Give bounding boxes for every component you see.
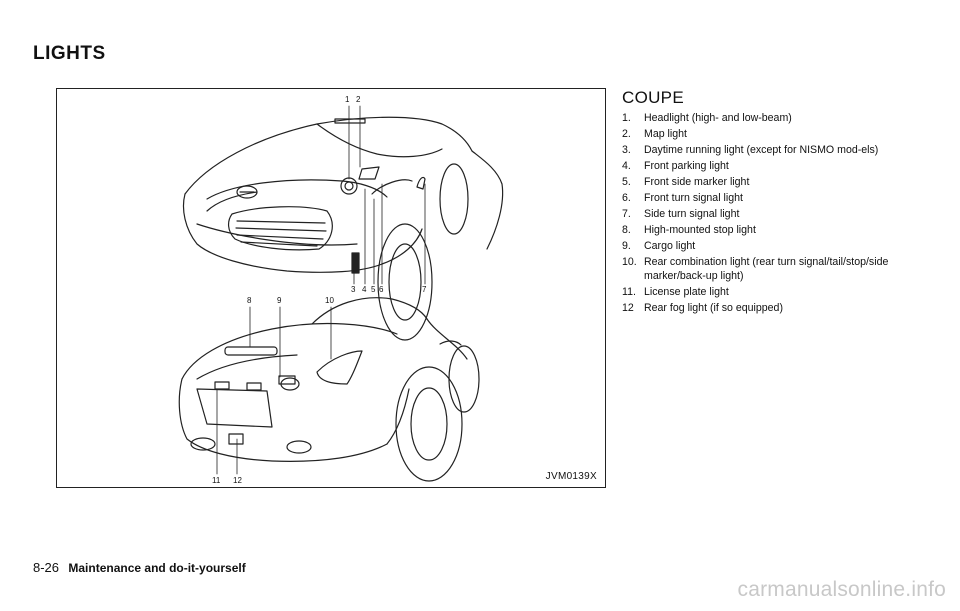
list-item: 1.Headlight (high- and low-beam): [622, 112, 792, 124]
callout-6: 6: [379, 285, 384, 294]
callout-5: 5: [371, 285, 376, 294]
list-item: 9.Cargo light: [622, 240, 696, 252]
section-title: LIGHTS: [33, 43, 106, 64]
front-car-drawing: [182, 116, 504, 341]
car-illustration: 1 2 3 4 5 6 7 8 9 10 11 12: [178, 95, 504, 485]
list-item: 5.Front side marker light: [622, 176, 750, 188]
list-item: 3.Daytime running light (except for NISM…: [622, 144, 879, 156]
lights-legend-list: 1.Headlight (high- and low-beam) 2.Map l…: [622, 111, 922, 317]
list-item: 6.Front turn signal light: [622, 192, 743, 204]
legend-heading: COUPE: [622, 88, 684, 107]
callout-3: 3: [351, 285, 356, 294]
list-item: 2.Map light: [622, 128, 687, 140]
list-item: 4.Front parking light: [622, 160, 729, 172]
page-number: 8-26: [33, 560, 60, 575]
list-item: 8.High-mounted stop light: [622, 224, 756, 236]
callout-10: 10: [325, 296, 334, 305]
lights-figure: 1 2 3 4 5 6 7 8 9 10 11 12 JVM0139X: [56, 88, 606, 488]
list-item: 10.Rear combination light (rear turn sig…: [622, 256, 889, 283]
watermark: carmanualsonline.info: [737, 578, 946, 601]
figure-id-label: JVM0139X: [545, 471, 597, 482]
callout-8: 8: [247, 296, 252, 305]
page-footer: 8-26 Maintenance and do-it-yourself: [33, 560, 246, 575]
chapter-title: Maintenance and do-it-yourself: [68, 561, 246, 575]
callout-12: 12: [233, 476, 242, 485]
rear-car-drawing: [178, 297, 480, 482]
callout-1: 1: [345, 95, 350, 104]
callout-7: 7: [422, 285, 427, 294]
list-item: 7.Side turn signal light: [622, 208, 740, 220]
callout-2: 2: [356, 95, 361, 104]
callout-4: 4: [362, 285, 367, 294]
callout-11: 11: [212, 476, 221, 485]
callout-9: 9: [277, 296, 282, 305]
list-item: 11.License plate light: [622, 286, 729, 299]
